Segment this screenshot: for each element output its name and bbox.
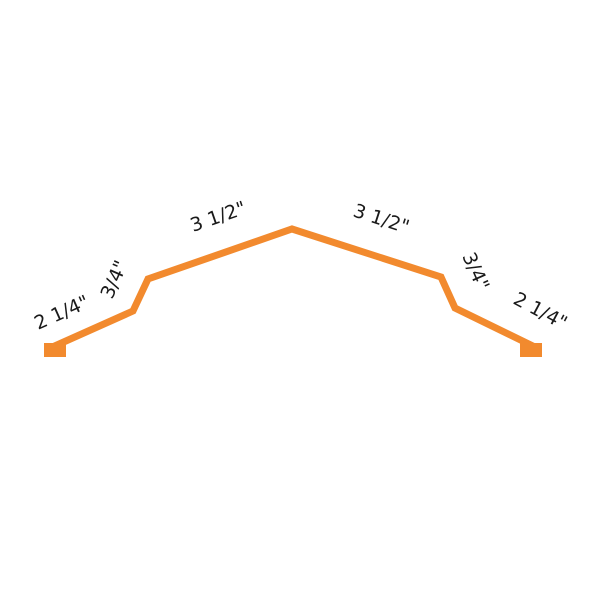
right-hem-tab: [520, 343, 542, 357]
left-step-dimension: 3/4": [96, 257, 132, 302]
left-hem-tab: [44, 343, 66, 357]
right-slope-dimension: 3 1/2": [350, 200, 411, 239]
right-flange-dimension: 2 1/4": [510, 288, 571, 334]
left-flange-dimension: 2 1/4": [31, 291, 92, 334]
left-slope-dimension: 3 1/2": [187, 197, 248, 237]
ridge-cap-profile-line: [46, 225, 541, 353]
right-step-dimension: 3/4": [457, 249, 493, 294]
